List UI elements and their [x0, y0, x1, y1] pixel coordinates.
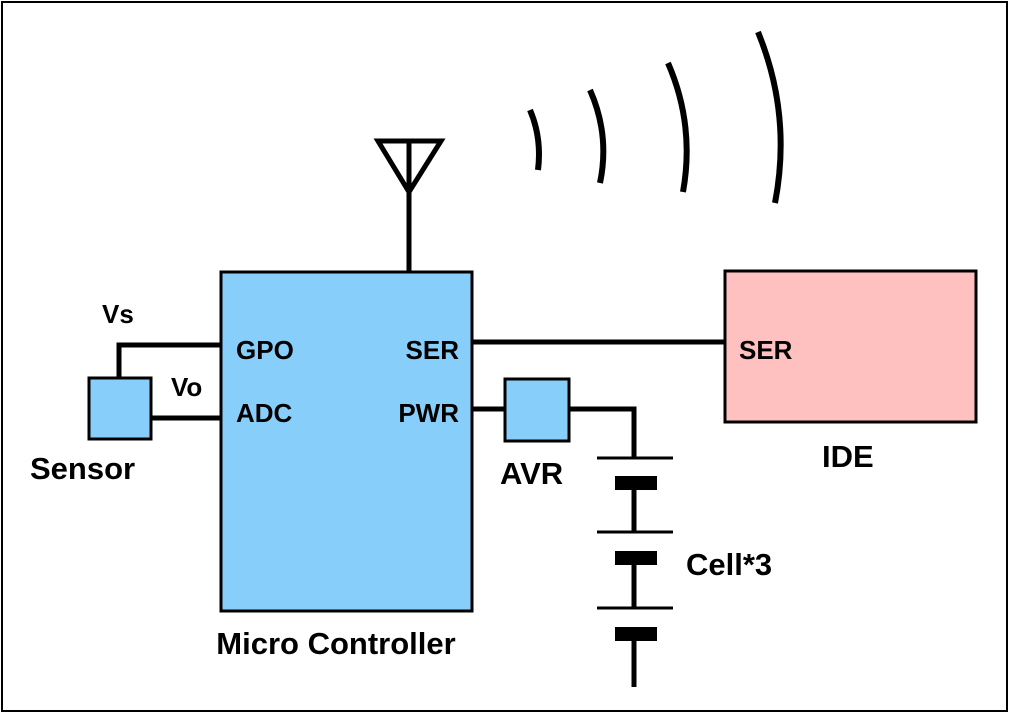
- avr-block: [503, 377, 571, 443]
- radio-wave-arc-4: [755, 30, 784, 204]
- sensor-label: Sensor: [30, 451, 135, 486]
- ide-label: IDE: [822, 439, 874, 474]
- radio-wave-arc-1: [527, 108, 542, 171]
- antenna-icon: [373, 138, 446, 272]
- ser-pin-label: SER: [406, 335, 460, 365]
- radio-wave-icon: [527, 30, 784, 204]
- vs-label: Vs: [102, 299, 134, 329]
- radio-wave-arc-2: [587, 88, 607, 184]
- ide-ser-label: SER: [739, 335, 793, 365]
- vo-label: Vo: [171, 372, 202, 402]
- microcontroller-label: Micro Controller: [216, 626, 455, 661]
- pwr-pin-label: PWR: [398, 398, 459, 428]
- battery-cells: [597, 456, 673, 687]
- avr-label: AVR: [500, 456, 563, 491]
- battery-cell-3: [597, 606, 673, 687]
- battery-cell-1: [597, 456, 673, 532]
- microcontroller-block: [219, 270, 474, 613]
- battery-cell-2: [597, 530, 673, 608]
- wires: [116, 339, 726, 458]
- battery-label: Cell*3: [686, 547, 772, 582]
- gpo-pin-label: GPO: [236, 335, 294, 365]
- adc-pin-label: ADC: [236, 398, 293, 428]
- sensor-block: [87, 376, 153, 441]
- avr-battery-wire: [569, 406, 637, 458]
- radio-wave-arc-3: [665, 61, 690, 193]
- ide-block: [723, 269, 978, 424]
- vs-wire: [116, 342, 222, 380]
